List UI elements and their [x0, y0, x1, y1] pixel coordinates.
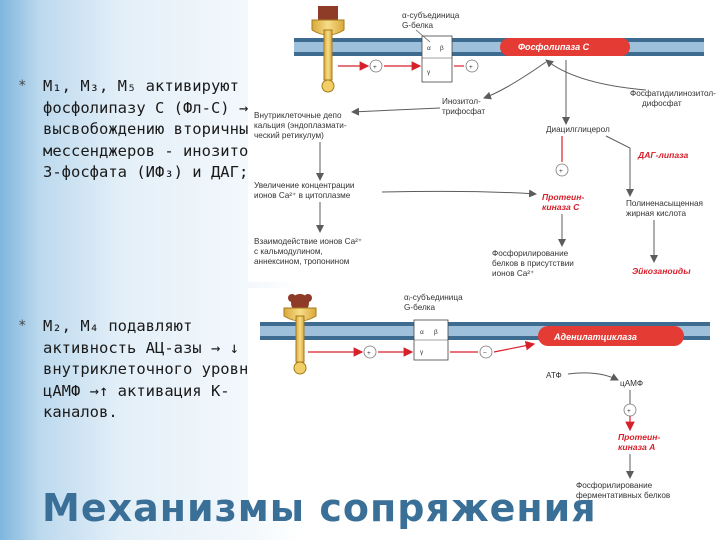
arrow-dag-lipase	[605, 135, 634, 197]
bullet-text: М₁, М₃, М₅ активируют фосфолипазу С (Фл-…	[43, 77, 258, 181]
top-membrane-core	[294, 42, 704, 52]
svg-text:β: β	[434, 329, 438, 336]
bullet-text: М₂, М₄ подавляют активность АЦ-азы → ↓ в…	[43, 317, 258, 421]
enzyme-ac: Аденилатциклаза	[538, 326, 684, 346]
pkc-label-1: Протеин-	[542, 192, 584, 202]
arrow-pip2-plc	[545, 59, 647, 91]
bullet-marker: *	[18, 318, 27, 334]
eicos-label: Эйкозаноиды	[632, 266, 691, 276]
svg-text:Фосфолипаза С: Фосфолипаза С	[518, 42, 590, 52]
atp-label: АТФ	[546, 371, 562, 380]
arrow-inhibit-ac	[493, 340, 536, 353]
pip2-label-2: дифосфат	[642, 99, 682, 108]
pip2-label-1: Фосфатидилинозитол-	[630, 89, 716, 98]
arrow-ca-pkc	[381, 189, 537, 198]
g-protein-label: G-белка	[402, 21, 434, 30]
svg-text:α: α	[420, 329, 424, 336]
dag-label: Диацилглицерол	[546, 125, 610, 134]
alpha-label: α	[427, 45, 431, 52]
ip3-label-1: Инозитол-	[442, 97, 481, 106]
receptor-bottom	[283, 307, 317, 375]
enzyme-plc: Фосфолипаза С	[500, 38, 630, 56]
depot-label-3: ческий ретикулум)	[254, 131, 324, 140]
receptor-top	[311, 19, 345, 93]
arrow-atp-camp	[567, 372, 619, 381]
bottom-membrane-core	[260, 326, 710, 336]
phos-label-3: ионов Ca²⁺	[492, 269, 534, 278]
phos-label-1: Фосфорилирование	[492, 249, 569, 258]
phos-bottom-1: Фосфорилирование	[576, 481, 653, 490]
svg-text:Аденилатциклаза: Аденилатциклаза	[553, 332, 637, 342]
phos-label-2: белков в присутствии	[492, 259, 574, 268]
ip3-label-2: трифосфат	[442, 107, 485, 116]
slide-title: Механизмы сопряжения	[42, 486, 597, 530]
pkc-label-2: киназа С	[542, 202, 580, 212]
bottom-panel-bg	[248, 288, 720, 510]
plus-sign-2: +	[465, 59, 479, 73]
bottom-panel: αᵢ-субъединица G-белка α β γ + − Аденила…	[248, 288, 720, 510]
pufa-label-1: Полиненасыщенная	[626, 199, 703, 208]
calm-label-3: аннексином, тропонином	[254, 257, 350, 266]
signaling-diagram: α β γ α-субъединица G-белка + + Фосфолип…	[248, 0, 720, 510]
g-protein-bottom: α β γ	[413, 319, 449, 361]
pka-label-2: киназа А	[618, 442, 655, 452]
pufa-label-2: жирная кислота	[626, 209, 687, 218]
plus-sign-3: +	[555, 163, 569, 177]
svg-text:+: +	[559, 168, 563, 175]
plus-sign-1: +	[369, 59, 383, 73]
svg-text:+: +	[469, 64, 473, 71]
calm-label-1: Взаимодействие ионов Ca²⁺	[254, 237, 362, 246]
plus-sign-4: +	[363, 345, 377, 359]
svg-text:+: +	[367, 350, 371, 357]
gi-alpha-label: αᵢ-субъединица	[404, 293, 463, 302]
svg-text:+: +	[373, 64, 377, 71]
camp-label: цАМФ	[620, 379, 643, 388]
beta-label: β	[440, 45, 444, 52]
minus-sign: −	[479, 345, 493, 359]
svg-text:γ: γ	[420, 349, 424, 356]
g-protein-top: α β γ	[421, 35, 453, 83]
arrow-ip3-depot	[351, 107, 441, 116]
top-panel: α β γ α-субъединица G-белка + + Фосфолип…	[248, 0, 720, 282]
bullet-plc: * М₁, М₃, М₅ активируют фосфолипазу С (Ф…	[18, 76, 258, 184]
arrow-plc-ip3	[483, 61, 547, 100]
pka-label-1: Протеин-	[618, 432, 660, 442]
plus-sign-5: +	[623, 403, 637, 417]
g-alpha-label: α-субъединица	[402, 11, 460, 20]
bullet-marker: *	[18, 78, 27, 94]
phos-bottom-2: ферментативных белков	[576, 491, 670, 500]
gi-protein-label: G-белка	[404, 303, 436, 312]
g-protein-pointer	[415, 29, 431, 43]
dag-lipase-label: ДАГ-липаза	[637, 150, 689, 160]
gamma-label: γ	[427, 69, 431, 76]
bullet-adenylate-cyclase: * М₂, М₄ подавляют активность АЦ-азы → ↓…	[18, 316, 258, 424]
svg-text:+: +	[627, 408, 631, 415]
depot-label-2: кальция (эндоплазмати-	[254, 121, 347, 130]
svg-text:−: −	[483, 350, 487, 357]
ligand-top	[318, 6, 338, 22]
calm-label-2: с кальмодулином,	[254, 247, 323, 256]
ca-label-1: Увеличение концентрации	[254, 181, 355, 190]
ca-label-2: ионов Ca²⁺ в цитоплазме	[254, 191, 351, 200]
depot-label-1: Внутриклеточные депо	[254, 111, 342, 120]
